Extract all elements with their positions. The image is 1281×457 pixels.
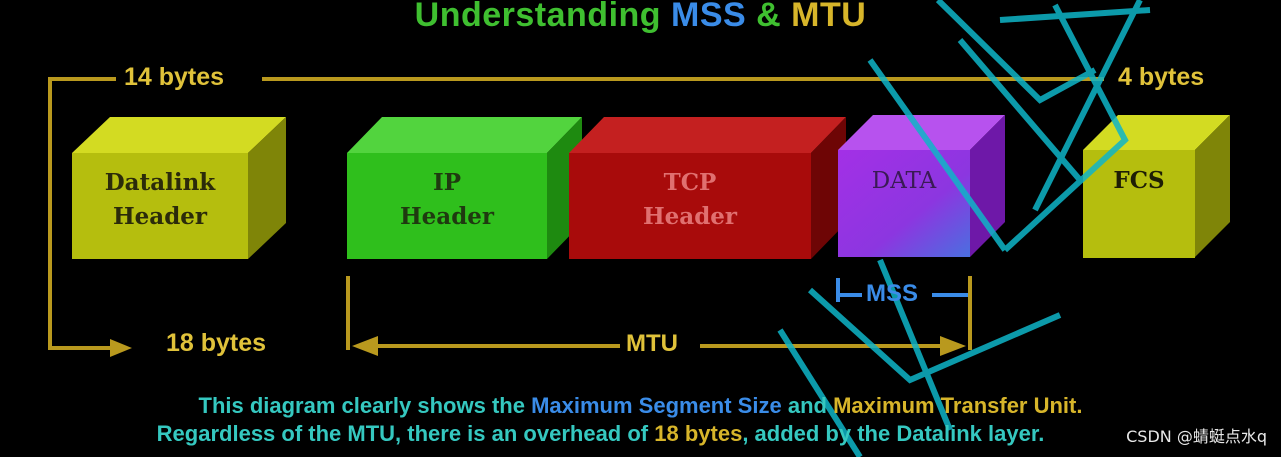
- datalink-line1: Datalink: [104, 169, 216, 196]
- caption-2c: , added by the Datalink layer.: [742, 421, 1045, 446]
- caption-2a: Regardless of the MTU, there is an overh…: [156, 421, 649, 446]
- watermark-text: CSDN @蜻蜓点水q: [1126, 427, 1267, 446]
- caption-1b: Maximum Segment Size: [531, 393, 782, 418]
- tcp-box: [569, 117, 846, 259]
- watermark-strokes: [777, 0, 1151, 457]
- ip-line1: IP: [432, 169, 462, 196]
- ip-header-label: IP Header: [347, 166, 547, 234]
- tcp-line2: Header: [642, 203, 738, 230]
- mtu-bracket: [346, 276, 972, 356]
- datalink-box: [72, 117, 286, 259]
- top-bracket-line: [48, 77, 1104, 357]
- caption-line-1: This diagram clearly shows the Maximum S…: [0, 393, 1281, 419]
- fcs-box: [1083, 115, 1230, 258]
- ip-box: [347, 117, 582, 259]
- title-ampersand: &: [756, 0, 782, 34]
- datalink-line2: Header: [112, 203, 208, 230]
- label-14-bytes: 14 bytes: [124, 63, 225, 91]
- label-mss: MSS: [866, 280, 919, 307]
- tcp-line1: TCP: [663, 169, 717, 196]
- label-4-bytes: 4 bytes: [1118, 63, 1205, 91]
- fcs-line1: FCS: [1113, 167, 1165, 194]
- label-18-bytes: 18 bytes: [166, 329, 267, 357]
- caption-line-2: Regardless of the MTU, there is an overh…: [0, 421, 1241, 447]
- title-mtu: MTU: [791, 0, 867, 34]
- title-understanding: Understanding: [414, 0, 662, 34]
- ip-line2: Header: [399, 203, 495, 230]
- diagram-title: Understanding MSS & MTU: [0, 0, 1281, 35]
- label-mtu: MTU: [626, 330, 678, 357]
- caption-1d: Maximum Transfer Unit.: [833, 393, 1083, 418]
- data-label: DATA: [838, 164, 970, 198]
- data-box: [838, 115, 1005, 257]
- title-mss: MSS: [671, 0, 747, 34]
- fcs-label: FCS: [1083, 164, 1195, 198]
- caption-2b: 18 bytes: [654, 421, 743, 446]
- datalink-header-label: Datalink Header: [72, 166, 248, 234]
- caption-1c: and: [787, 393, 827, 418]
- data-line1: DATA: [871, 168, 937, 194]
- caption-1a: This diagram clearly shows the: [198, 393, 525, 418]
- tcp-header-label: TCP Header: [569, 166, 811, 234]
